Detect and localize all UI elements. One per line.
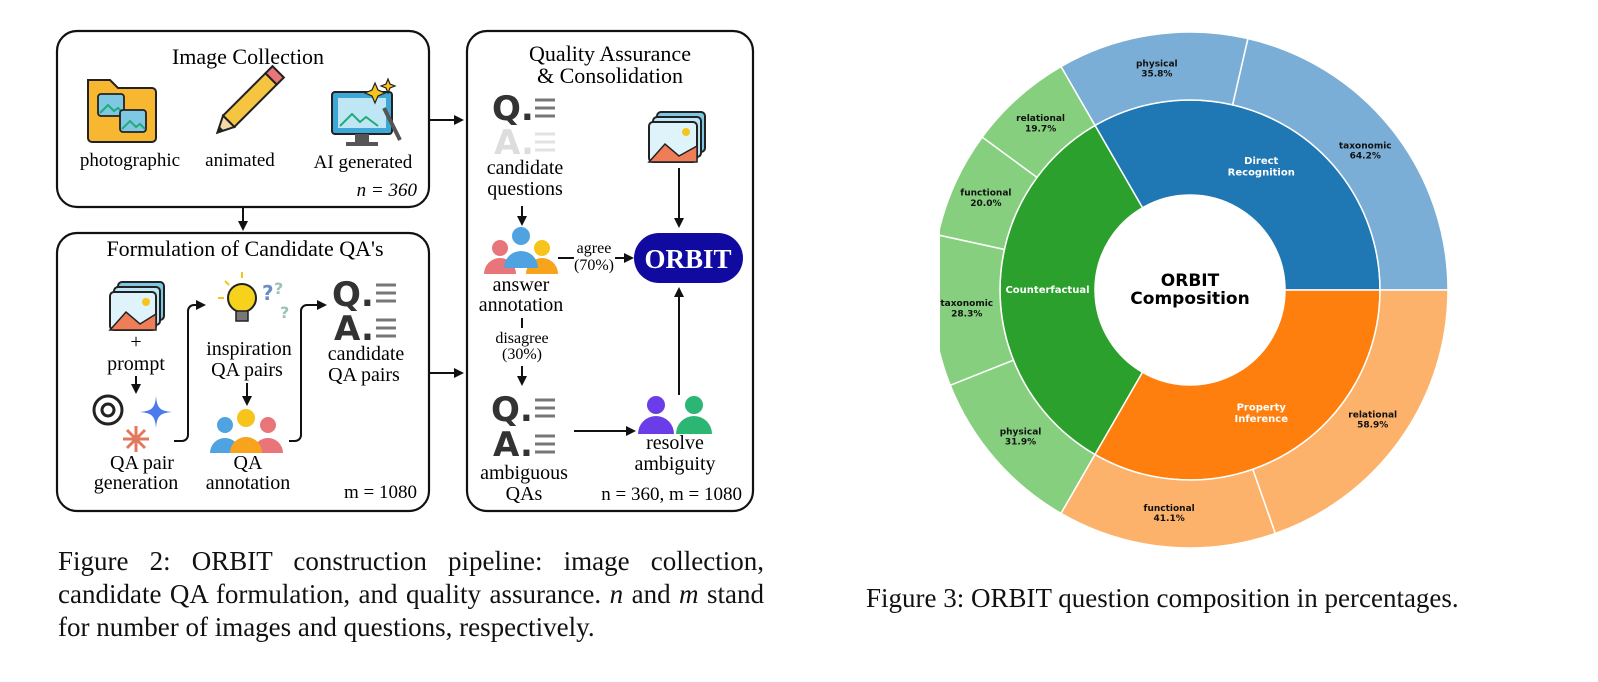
qa-pair-icon: Q. A. [332, 275, 396, 349]
figure2-caption-n: n [609, 579, 624, 609]
annotation-label-line2: annotation [206, 472, 290, 494]
svg-text:?: ? [274, 279, 283, 298]
answer-annotators-icon [484, 227, 558, 274]
folder-icon [87, 79, 157, 143]
agree-label-line1: agree [577, 240, 612, 257]
ai-monitor-icon [331, 77, 402, 146]
svg-text:A.: A. [334, 309, 374, 349]
inner-ring [999, 99, 1381, 481]
svg-text:?: ? [280, 303, 289, 322]
qa-title-line1: Quality Assurance [529, 41, 691, 66]
image-stack-icon [108, 281, 165, 331]
ambiguous-label-line1: ambiguous [480, 462, 568, 484]
figure3-caption: Figure 3: ORBIT question composition in … [866, 583, 1459, 613]
resolve-label-line1: resolve [646, 432, 704, 454]
candidate-label-line1: candidate [328, 343, 405, 365]
prompt-plus: + [130, 331, 141, 353]
pipeline-diagram: Image Collection photographic [55, 29, 755, 513]
annotation-label-line1: QA [234, 452, 263, 474]
figure2-caption-m: m [679, 579, 699, 609]
svg-text:Q.: Q. [332, 275, 374, 315]
figure2-caption-and: and [623, 579, 680, 609]
outer-segment-counterfactual-functional [940, 136, 1038, 251]
annotators-icon [210, 409, 283, 453]
candidate-label-line2: QA pairs [328, 364, 400, 386]
inspiration-label-line1: inspiration [206, 338, 292, 360]
center-label-line1: ORBIT [1161, 271, 1220, 291]
pencil-icon [215, 64, 286, 135]
outer-ring [940, 31, 1449, 549]
figure2-caption-intro: Figure 2: ORBIT construction pipeline: i… [58, 546, 764, 609]
quality-assurance-box: Quality Assurance & Consolidation Q. A. … [465, 29, 755, 513]
consolidated-images-icon [647, 111, 706, 163]
qa-count-label: n = 360, m = 1080 [601, 484, 742, 505]
ambiguous-label-line2: QAs [506, 483, 543, 505]
svg-text:A.: A. [493, 425, 533, 465]
llm-logos-icon [92, 394, 172, 452]
figure2-caption: Figure 2: ORBIT construction pipeline: i… [58, 545, 764, 644]
answer-annotation-label-line1: answer [493, 274, 550, 296]
source-animated: animated [205, 150, 275, 171]
outer-segment-property-inference-relational [1251, 289, 1449, 535]
formulation-title: Formulation of Candidate QA's [106, 236, 383, 261]
image-count-label: n = 360 [357, 180, 418, 201]
candidate-questions-label-line2: questions [487, 178, 563, 200]
arrow-annotation-to-candidate [289, 300, 327, 442]
orbit-badge: ORBIT [634, 233, 743, 283]
formulation-box: Formulation of Candidate QA's + prompt Q… [55, 231, 431, 513]
image-collection-title: Image Collection [172, 44, 324, 69]
source-photographic: photographic [80, 150, 180, 171]
figure2-caption-rest: stand for number of images and questions… [58, 579, 765, 642]
center-label-line2: Composition [1130, 289, 1249, 309]
source-ai-generated: AI generated [314, 152, 413, 173]
ambiguous-qa-icon: Q. A. [491, 390, 555, 465]
svg-text:A.: A. [494, 123, 534, 163]
lightbulb-icon: ? ? ? [218, 272, 289, 322]
candidate-questions-label-line1: candidate [487, 157, 564, 179]
resolvers-icon [638, 396, 712, 434]
disagree-label-line2: (30%) [502, 346, 542, 363]
orbit-badge-label: ORBIT [644, 244, 731, 274]
agree-label-line2: (70%) [574, 257, 614, 274]
resolve-label-line2: ambiguity [634, 453, 715, 475]
disagree-label-line1: disagree [495, 330, 548, 347]
svg-text:Q.: Q. [491, 390, 533, 430]
question-count-label: m = 1080 [344, 482, 417, 503]
generation-label-line2: generation [94, 472, 178, 494]
svg-text:Q.: Q. [492, 89, 534, 129]
qa-title-line2: & Consolidation [537, 63, 683, 88]
answer-annotation-label-line2: annotation [479, 294, 563, 316]
candidate-questions-icon: Q. A. [492, 89, 555, 163]
inspiration-label-line2: QA pairs [211, 359, 283, 381]
arrow-generation-to-inspiration [174, 300, 206, 442]
prompt-label: prompt [107, 353, 165, 375]
inner-label-counterfactual: Counterfactual [1005, 285, 1089, 296]
generation-label-line1: QA pair [110, 452, 174, 474]
image-collection-box: Image Collection photographic [55, 29, 431, 209]
svg-text:?: ? [262, 281, 274, 305]
